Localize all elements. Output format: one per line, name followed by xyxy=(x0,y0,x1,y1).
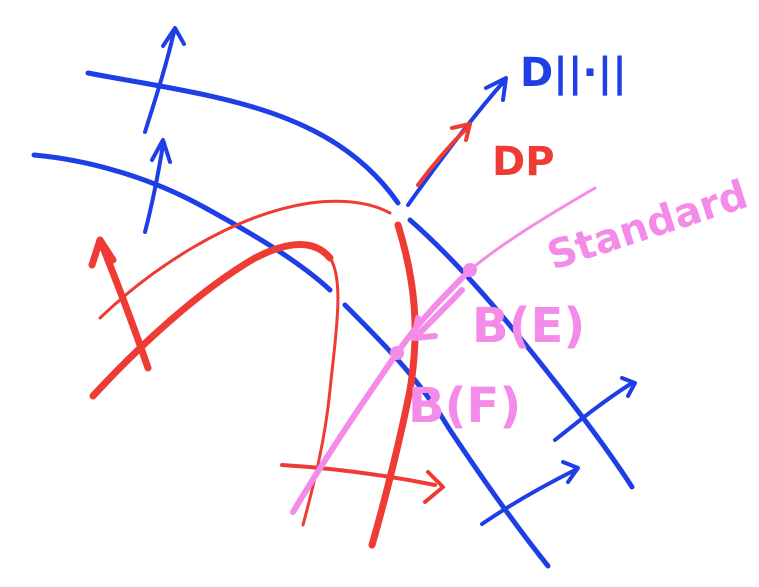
label-b-e: B(E) xyxy=(472,298,585,354)
point-b-f xyxy=(390,346,404,360)
label-standard: Standard xyxy=(542,172,753,280)
red-arrow-top xyxy=(416,125,470,187)
red-thin-curve-top xyxy=(98,199,392,320)
red-arrow-left xyxy=(98,241,152,372)
red-arrow-top-head xyxy=(450,122,472,142)
blue-upper-curve-lower-branch xyxy=(407,217,635,490)
red-thin-curve-lower-branch xyxy=(301,256,340,527)
blue-arrow-top-left-head xyxy=(161,26,186,48)
blue-arrow-lower-right-2-head xyxy=(561,460,580,484)
blue-arrow-lower-right-1 xyxy=(553,381,634,442)
blue-arrow-main xyxy=(406,78,507,207)
point-b-e xyxy=(463,263,477,277)
pink-arrow-e-head xyxy=(411,315,438,341)
label-b-f: B(F) xyxy=(408,378,521,434)
blue-arrow-lower-right-1-head xyxy=(620,376,637,398)
blue-upper-curve xyxy=(85,70,401,206)
red-thick-curve-top-right-branch xyxy=(368,221,419,549)
red-arrow-bottom xyxy=(280,463,437,487)
blue-arrow-lower-right-2 xyxy=(480,468,577,526)
blue-arrow-top-left xyxy=(143,30,176,134)
red-arrow-left-head xyxy=(88,236,117,269)
blue-lower-curve xyxy=(31,152,333,293)
label-blue-arrow: D||·|| xyxy=(520,50,627,97)
red-arrow-bottom-head xyxy=(423,470,445,504)
pink-thin-curve xyxy=(468,186,597,272)
blue-arrow-main-head xyxy=(484,76,508,102)
pink-arrow-e xyxy=(415,287,465,338)
label-dp: DP xyxy=(492,139,555,185)
red-thick-curve-left xyxy=(89,241,334,400)
blue-arrow-mid-left-head xyxy=(150,138,172,164)
blue-arrow-mid-left xyxy=(143,143,165,234)
blue-lower-curve-lower-branch xyxy=(342,302,551,569)
